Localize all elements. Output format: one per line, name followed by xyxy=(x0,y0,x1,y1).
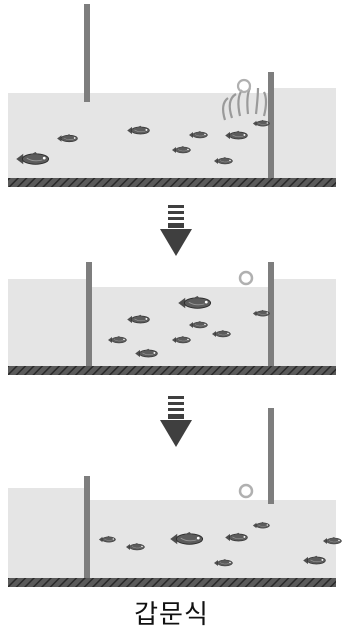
water-stage3-right xyxy=(88,500,336,578)
ring-float-icon xyxy=(240,485,252,497)
water-stage2-left xyxy=(8,279,88,367)
gate-stage3-right xyxy=(268,408,274,504)
stage-1 xyxy=(8,4,336,187)
down-arrow-icon xyxy=(160,205,192,256)
gate-stage1-right xyxy=(268,72,274,180)
ring-float-icon xyxy=(240,272,252,284)
stage-2 xyxy=(8,262,336,375)
water-stage3-left xyxy=(8,488,88,578)
floor-stage2 xyxy=(8,366,336,375)
diagram-caption: 갑문식 xyxy=(0,594,343,631)
gate-stage3-left xyxy=(84,476,90,578)
water-stage2-right xyxy=(270,279,336,367)
gate-stage2-left xyxy=(86,262,92,366)
floor-stage1 xyxy=(8,178,336,187)
floor-stage3 xyxy=(8,578,336,587)
down-arrow-icon xyxy=(160,396,192,447)
water-stage2-middle xyxy=(88,287,270,367)
gate-stage1-left xyxy=(84,4,90,102)
water-stage1-right xyxy=(270,88,336,181)
